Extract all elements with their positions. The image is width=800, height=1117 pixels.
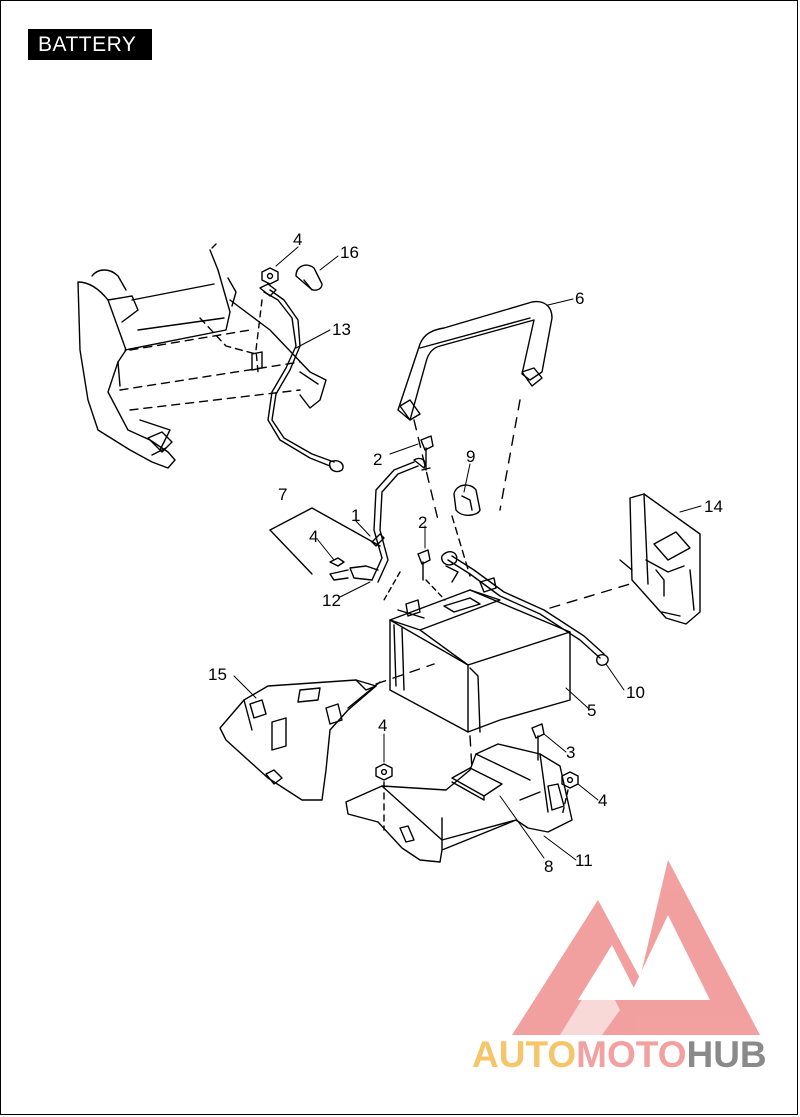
callout-2-lower: 2 — [418, 513, 427, 532]
callout-4-right: 4 — [598, 791, 607, 810]
cap-16 — [295, 264, 323, 291]
callout-1: 1 — [351, 506, 360, 525]
callout-5: 5 — [587, 701, 596, 720]
leader-lines — [233, 246, 702, 861]
battery-5 — [389, 577, 571, 733]
callout-10: 10 — [626, 683, 645, 702]
callout-4-top: 4 — [293, 230, 302, 249]
tray-15 — [219, 663, 435, 801]
watermark-text: AUTOMOTOHUB — [472, 1034, 767, 1075]
base-tray-11 — [345, 735, 573, 863]
callout-3: 3 — [566, 743, 575, 762]
callout-6: 6 — [575, 289, 584, 308]
cable-12 — [329, 457, 426, 601]
callout-4-lower: 4 — [378, 716, 387, 735]
nut-4-top — [261, 267, 279, 285]
callout-9: 9 — [466, 447, 475, 466]
cable-13 — [251, 283, 344, 473]
pad-8 — [451, 767, 503, 801]
frame-section — [77, 243, 327, 469]
callout-12: 12 — [322, 591, 341, 610]
section-title: BATTERY — [28, 29, 152, 60]
bracket-14 — [549, 493, 701, 625]
kit-7-bracket — [269, 507, 385, 575]
callout-16: 16 — [340, 243, 359, 262]
callout-labels: 4 16 6 13 2 9 7 1 2 4 12 14 15 5 10 4 3 … — [208, 230, 723, 876]
cable-10 — [441, 551, 609, 666]
nut-4-lower — [375, 763, 393, 831]
callout-14: 14 — [704, 497, 723, 516]
bolt-2-upper — [420, 435, 434, 471]
bolt-2-lower — [417, 549, 446, 601]
strap-6 — [397, 300, 553, 521]
watermark-logo — [512, 860, 760, 1035]
callout-7: 7 — [278, 485, 287, 504]
callout-4-left: 4 — [309, 527, 318, 546]
callout-13: 13 — [332, 320, 351, 339]
callout-15: 15 — [208, 665, 227, 684]
callout-11: 11 — [575, 851, 593, 870]
callout-2-upper: 2 — [373, 450, 382, 469]
callout-8: 8 — [544, 857, 553, 876]
